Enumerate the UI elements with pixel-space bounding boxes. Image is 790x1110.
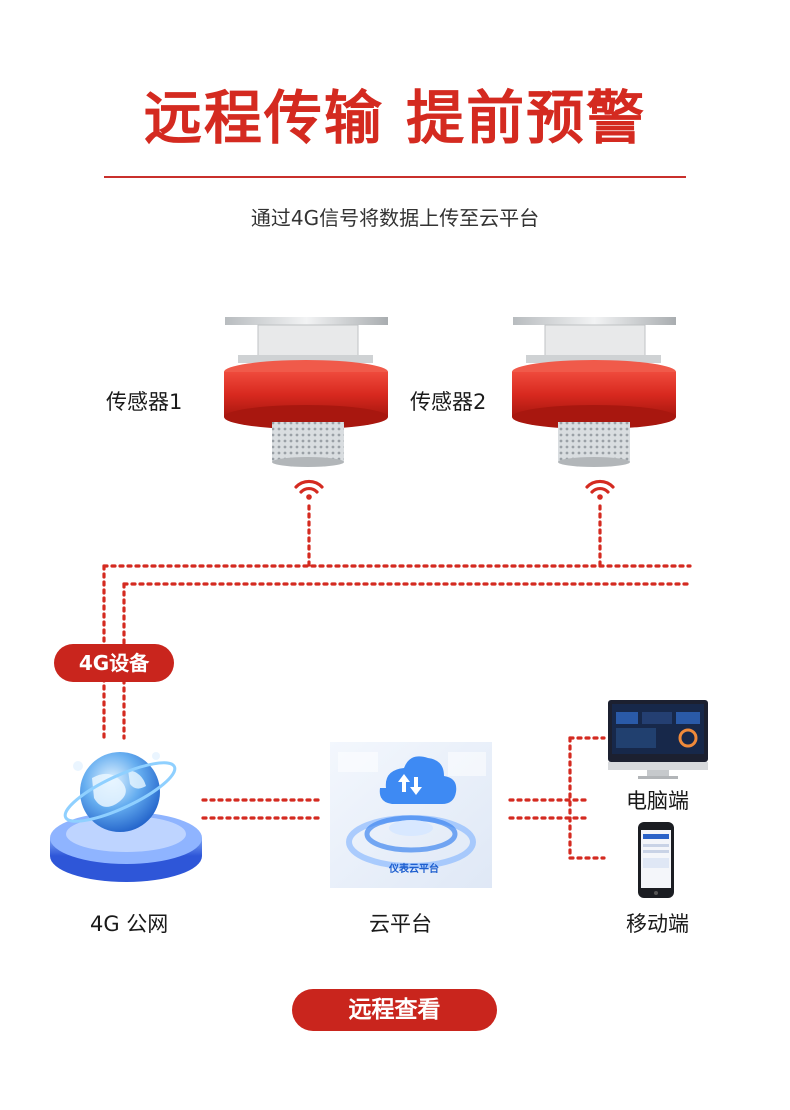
sensor-1-device [224, 317, 388, 467]
wifi-icon [585, 479, 615, 500]
monitor-icon [608, 700, 708, 779]
cloud-platform-label: 云平台 [369, 912, 432, 936]
public-network-label: 4G 公网 [90, 912, 169, 936]
device-badge: 4G设备 [54, 644, 174, 682]
sensor-2-label: 传感器2 [410, 390, 487, 414]
connection-lines [102, 504, 692, 860]
phone-icon [638, 822, 674, 898]
wifi-icon [294, 479, 324, 500]
sensor-2-device [512, 317, 676, 467]
cloud-platform-illustration: 仪表云平台 [330, 742, 492, 888]
title-divider [104, 176, 686, 178]
mobile-client-label: 移动端 [626, 912, 689, 936]
remote-view-button[interactable]: 远程查看 [292, 989, 497, 1031]
page-subtitle: 通过4G信号将数据上传至云平台 [250, 206, 540, 230]
cloud-platform-inner-text: 仪表云平台 [388, 862, 439, 875]
globe-icon [50, 752, 202, 882]
pc-client-label: 电脑端 [626, 789, 689, 813]
page-title: 远程传输 提前预警 [143, 84, 647, 152]
sensor-1-label: 传感器1 [106, 390, 183, 414]
